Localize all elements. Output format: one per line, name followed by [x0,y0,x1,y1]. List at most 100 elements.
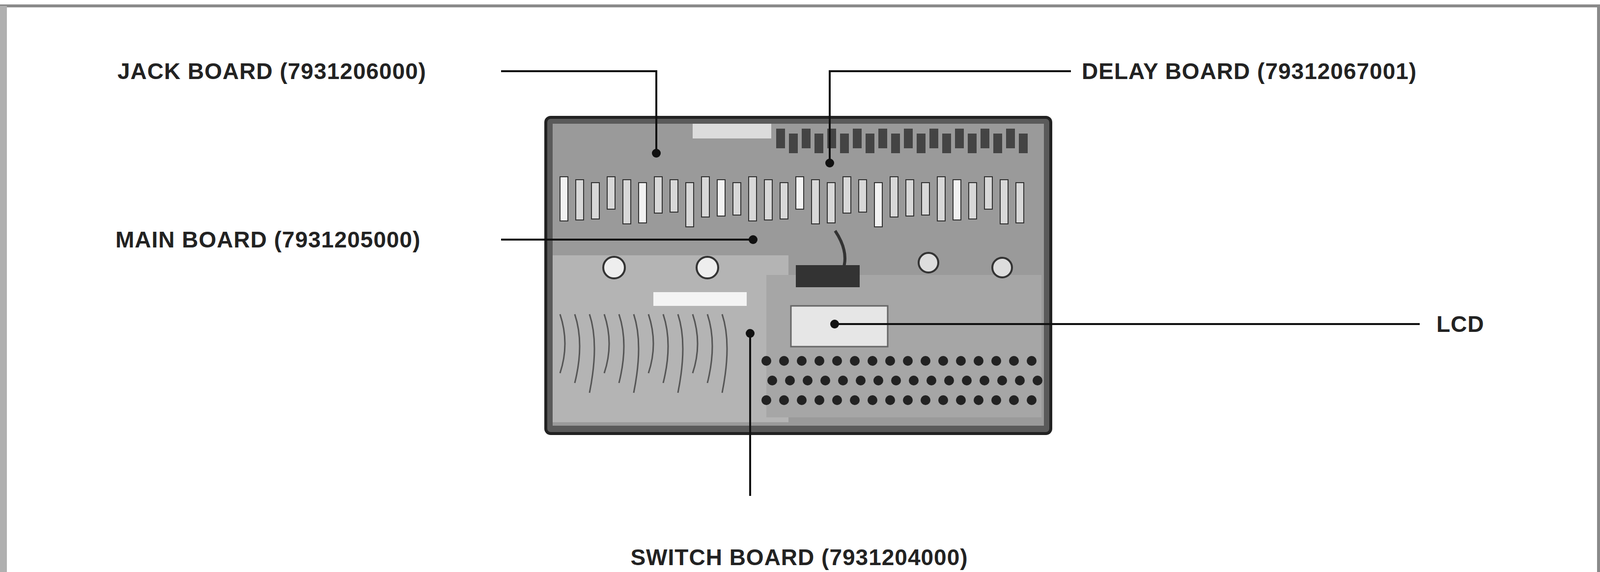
key-dot [1026,395,1037,406]
component [968,182,977,220]
component [776,128,786,149]
key-dot [908,375,919,386]
key-dot [1032,375,1043,386]
lcd-panel [790,306,888,347]
trace [633,314,639,393]
key-dot [802,375,813,386]
key-dot [779,356,789,366]
key-dot [885,395,896,406]
key-dot [979,375,990,386]
trimmer [992,257,1012,278]
component [717,179,726,217]
component [874,182,883,227]
component [929,128,939,149]
leader-line [501,71,657,154]
key-dot [761,395,772,406]
key-dot [955,395,966,406]
part-label: DELAY BOARD (79312067001) [1081,58,1417,85]
component [764,179,773,221]
trace [707,314,713,384]
key-dot [902,356,913,366]
case [545,117,1051,434]
trace [663,314,669,384]
key-dot [1009,395,1019,406]
key-dot [838,375,848,386]
key-dot [944,375,955,386]
component [852,128,862,149]
component [993,133,1003,154]
component [701,176,710,218]
component [916,133,926,154]
switch-strip [653,292,747,307]
component [954,128,964,149]
component [732,182,741,216]
component [607,176,616,210]
component [840,133,849,154]
component [891,133,900,154]
key-dot [814,395,825,406]
trace [589,314,595,393]
part-label: JACK BOARD (7931206000) [117,58,427,85]
key-dot [855,375,866,386]
key-dot [873,375,884,386]
component [878,128,888,149]
leader-dots [651,148,840,338]
leader-line [501,238,754,241]
switch-area [766,275,1042,418]
key-dot [814,356,825,366]
connector [692,123,772,139]
key-dot [973,395,984,406]
component [842,176,851,214]
key-dot [991,356,1002,366]
key-dot [867,356,878,366]
board-photo [545,117,1051,434]
component [654,176,663,214]
key-dot [938,356,949,366]
component [905,179,914,217]
component [827,182,836,224]
board [552,123,1044,426]
trace [677,314,683,393]
trace [618,314,624,384]
component [801,128,811,149]
switch-area [552,255,789,423]
leader-dot [745,329,755,338]
key-dot [938,395,949,406]
key-dot [973,356,984,366]
key-dot [849,395,860,406]
trace [560,314,565,374]
key-dot [997,375,1008,386]
key-dot [820,375,831,386]
component [622,179,631,225]
leader-lines [501,71,1420,497]
key-dot [796,356,807,366]
leader-dot [651,148,661,158]
leader-dot [825,158,835,168]
wire [835,230,845,283]
trace [574,314,580,384]
key-dot [991,395,1002,406]
trimmer [603,256,625,279]
leader-line [834,323,1420,326]
component [1000,179,1009,225]
leader-line [829,71,1071,164]
key-dot [1014,375,1025,386]
key-dot [885,356,896,366]
key-dot [832,395,843,406]
component [575,179,584,221]
chip [795,265,860,288]
component [560,176,568,222]
component [1006,128,1015,149]
key-dot [761,356,772,366]
component [670,179,678,213]
key-dot [867,395,878,406]
trace [604,314,610,374]
key-dot [902,395,913,406]
trace [722,314,728,393]
key-dot [767,375,778,386]
key-dot [832,356,843,366]
frame-edge [0,5,7,572]
component [788,133,798,154]
key-dot [926,375,937,386]
part-label: SWITCH BOARD (7931204000) [630,545,968,571]
